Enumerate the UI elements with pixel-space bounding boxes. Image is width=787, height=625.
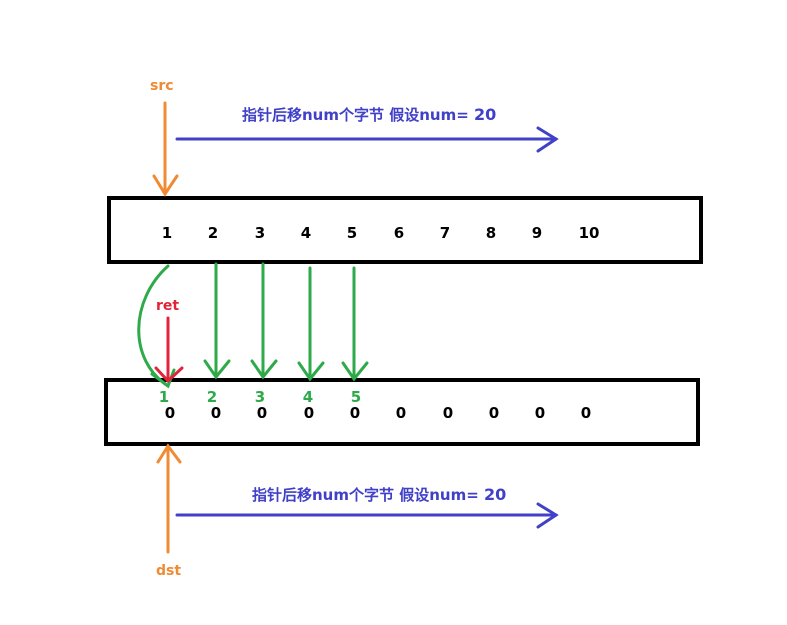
dst-cell: 0	[349, 404, 361, 422]
dst-cell: 0	[580, 404, 592, 422]
dst-copied-value: 5	[350, 388, 362, 406]
src-cell: 2	[207, 224, 219, 242]
ret-pointer-arrow	[154, 316, 184, 384]
src-cell: 5	[346, 224, 358, 242]
src-cell: 8	[485, 224, 497, 242]
shift-arrow-bottom	[175, 502, 559, 529]
src-cell: 10	[578, 224, 600, 242]
src-cell: 4	[300, 224, 312, 242]
dst-cell: 0	[256, 404, 268, 422]
shift-note-bottom-text: 指针后移num个字节 假设num=	[252, 486, 479, 504]
dst-copied-value: 2	[206, 388, 218, 406]
src-cell: 7	[439, 224, 451, 242]
dst-cell: 0	[303, 404, 315, 422]
dst-cell: 0	[164, 404, 176, 422]
src-cell: 3	[254, 224, 266, 242]
shift-note-bottom: 指针后移num个字节 假设num= 20	[252, 484, 506, 505]
dst-copied-value: 1	[158, 388, 170, 406]
src-cell: 1	[161, 224, 173, 242]
shift-note-bottom-value: 20	[484, 485, 507, 504]
copy-arrow-4-head	[297, 361, 325, 382]
dst-array-box	[104, 378, 700, 446]
copy-arrow-1	[137, 264, 170, 388]
copy-arrow-5-head	[341, 361, 369, 382]
dst-cell: 0	[395, 404, 407, 422]
dst-cell: 0	[442, 404, 454, 422]
src-cell: 6	[393, 224, 405, 242]
dst-cell: 0	[534, 404, 546, 422]
dst-cell: 0	[210, 404, 222, 422]
dst-pointer-label: dst	[156, 563, 182, 579]
src-cell: 9	[531, 224, 543, 242]
copy-arrow-3-head	[250, 359, 278, 380]
src-pointer-label: src	[150, 78, 174, 94]
ret-pointer-label: ret	[156, 298, 180, 314]
copy-arrows	[137, 262, 369, 389]
dst-copied-value: 3	[254, 388, 266, 406]
shift-arrow-top	[175, 126, 559, 153]
shift-note-top-value: 20	[474, 105, 497, 124]
dst-cell: 0	[488, 404, 500, 422]
dst-pointer-arrow	[156, 443, 182, 554]
dst-copied-value: 4	[302, 388, 314, 406]
shift-note-top: 指针后移num个字节 假设num= 20	[242, 104, 496, 125]
src-pointer-arrow	[152, 101, 179, 197]
src-array-box	[107, 196, 703, 264]
shift-note-top-text: 指针后移num个字节 假设num=	[242, 106, 469, 124]
copy-arrow-2-head	[203, 359, 231, 380]
